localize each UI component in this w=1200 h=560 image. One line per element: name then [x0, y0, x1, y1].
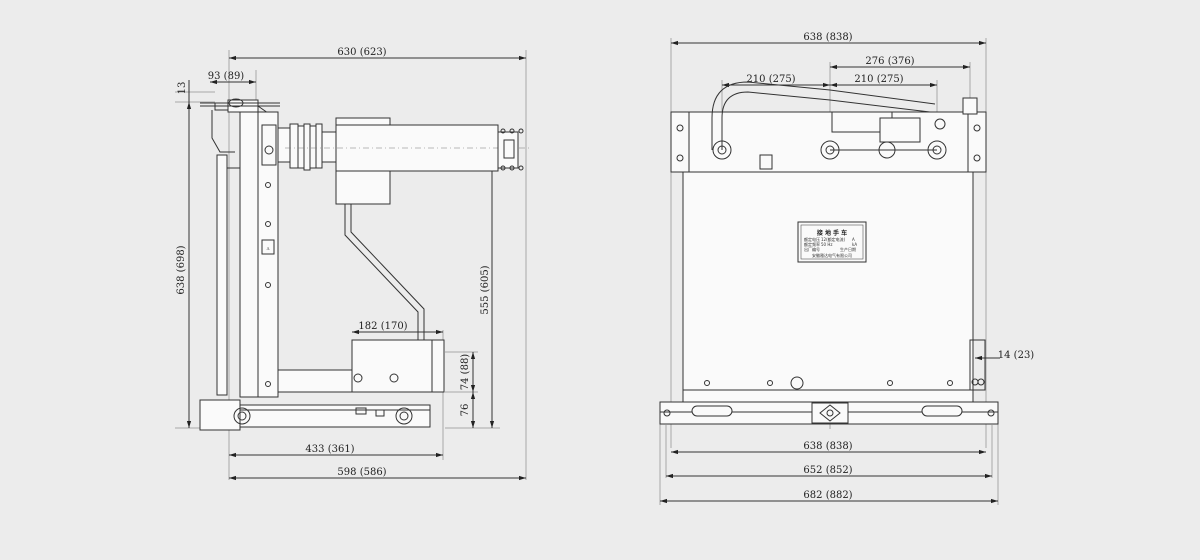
dim-bottom-2: 652 (852) [803, 465, 852, 476]
front-base [659, 401, 999, 425]
svg-text:⚓: ⚓ [266, 246, 270, 251]
nameplate: 接 地 手 车 额定电压 12(额定电流) A 额定频率 50 Hz kA 出厂… [797, 221, 867, 263]
dim-height-left: 638 (698) [176, 245, 187, 294]
base-chassis [199, 399, 431, 431]
dim-right-span: 276 (376) [865, 56, 914, 67]
dim-bottom-1: 638 (838) [803, 441, 852, 452]
main-body [682, 171, 974, 403]
nameplate-maker: 安徽雅达电气有限公司 [812, 252, 852, 258]
dim-left-span: 210 (275) [746, 74, 795, 85]
dim-front-top-width: 638 (838) [803, 32, 852, 43]
dim-top-offset: 93 (89) [208, 71, 245, 82]
dim-bottom-total: 598 (586) [337, 467, 386, 478]
diagonal-support [344, 204, 425, 340]
dim-top-width: 630 (623) [337, 47, 386, 58]
nameplate-r1c3: A [852, 237, 855, 242]
nameplate-r2c2: 50 Hz [821, 242, 832, 247]
nameplate-r3c1: 出厂编号 [804, 246, 820, 252]
dim-height-right: 555 (605) [480, 265, 491, 314]
nameplate-title: 接 地 手 车 [816, 229, 847, 237]
nameplate-r1c1: 额定电压 [804, 236, 820, 242]
dim-bracket-height: 74 (88) [460, 354, 471, 391]
top-plate [670, 97, 987, 173]
nameplate-r2c1: 额定频率 [804, 241, 820, 247]
contact-arm [285, 117, 530, 205]
nameplate-r3c3: 生产日期 [840, 246, 856, 252]
dim-bracket-width: 182 (170) [358, 321, 407, 332]
side-view: 630 (623) 93 (89) 13 638 (698) 555 (605)… [175, 47, 530, 481]
dim-bottom-inner: 433 (361) [305, 444, 354, 455]
dim-bottom-3: 682 (882) [803, 490, 852, 501]
insulator [277, 123, 337, 171]
dim-bottom-height: 76 [460, 404, 471, 417]
dim-small-offset: 14 (23) [998, 350, 1035, 361]
front-view: 638 (838) 276 (376) 210 (275) 210 (275) … [659, 32, 1035, 505]
dim-top-gap: 13 [177, 82, 188, 95]
nameplate-r1c2: 12(额定电流) [821, 236, 846, 242]
dim-mid-span: 210 (275) [854, 74, 903, 85]
vertical-frame: ⚓ [216, 111, 279, 398]
lower-bracket [277, 339, 445, 393]
earthing-arm [711, 81, 947, 170]
nameplate-r2c3: kA [852, 242, 857, 247]
